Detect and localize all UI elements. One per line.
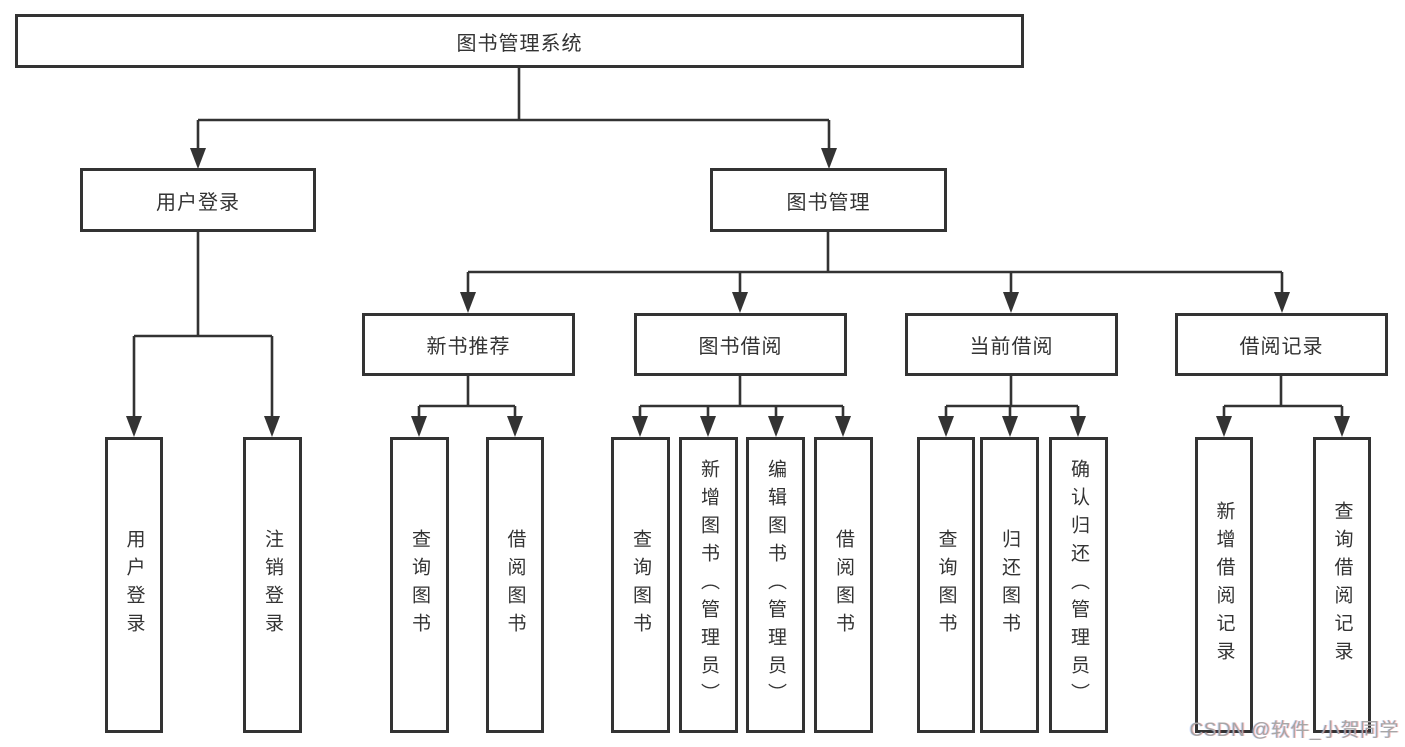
node-book-borrow: 图书借阅 — [634, 313, 847, 376]
node-leaf-confirm-return-admin: 确认归还（管理员） — [1049, 437, 1108, 733]
leaf-label: 借阅图书 — [833, 529, 854, 641]
csdn-watermark: CSDN @软件_小贺同学 — [1189, 720, 1399, 741]
leaf-label: 注销登录 — [262, 529, 283, 641]
node-leaf-query-books-2: 查询图书 — [611, 437, 670, 733]
node-leaf-edit-books-admin: 编辑图书（管理员） — [746, 437, 805, 733]
leaf-label: 查询图书 — [630, 529, 651, 641]
node-library-system: 图书管理系统 — [15, 14, 1024, 68]
node-borrow-records: 借阅记录 — [1175, 313, 1388, 376]
leaf-label: 编辑图书（管理员） — [765, 459, 786, 711]
node-leaf-query-borrow-record: 查询借阅记录 — [1313, 437, 1371, 733]
node-book-management: 图书管理 — [710, 168, 947, 232]
node-leaf-query-books-3: 查询图书 — [917, 437, 975, 733]
node-leaf-logout: 注销登录 — [243, 437, 302, 733]
leaf-label: 查询图书 — [409, 529, 430, 641]
node-leaf-return-books: 归还图书 — [980, 437, 1039, 733]
node-new-book-recommend: 新书推荐 — [362, 313, 575, 376]
node-current-borrow: 当前借阅 — [905, 313, 1118, 376]
leaf-label: 查询借阅记录 — [1331, 501, 1353, 669]
node-leaf-user-login: 用户登录 — [105, 437, 163, 733]
leaf-label: 新增借阅记录 — [1213, 501, 1235, 669]
node-leaf-add-borrow-record: 新增借阅记录 — [1195, 437, 1253, 733]
node-leaf-borrow-books-2: 借阅图书 — [814, 437, 873, 733]
node-leaf-query-books-1: 查询图书 — [390, 437, 449, 733]
node-leaf-borrow-books-1: 借阅图书 — [486, 437, 544, 733]
leaf-label: 用户登录 — [123, 529, 145, 641]
node-user-login: 用户登录 — [80, 168, 316, 232]
leaf-label: 归还图书 — [999, 529, 1020, 641]
node-leaf-add-books-admin: 新增图书（管理员） — [679, 437, 738, 733]
leaf-label: 查询图书 — [935, 529, 957, 641]
leaf-label: 确认归还（管理员） — [1068, 459, 1089, 711]
leaf-label: 借阅图书 — [504, 529, 526, 641]
leaf-label: 新增图书（管理员） — [698, 459, 719, 711]
